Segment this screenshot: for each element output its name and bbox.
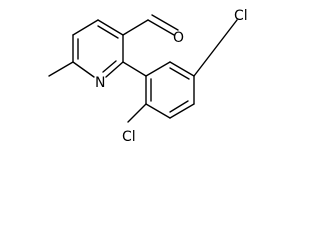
ring-double-bond xyxy=(169,67,190,80)
ring-double-bond xyxy=(97,25,119,39)
aldehyde-co-bond xyxy=(147,19,175,36)
chlorine-label-upper: Cl xyxy=(234,8,248,24)
nitrogen-label: N xyxy=(95,75,105,91)
ring-bond xyxy=(97,19,124,36)
ring-double-bond xyxy=(169,100,189,113)
ring-bond xyxy=(145,61,171,77)
molecule-drawing: O N Cl Cl xyxy=(48,8,248,145)
ring-bond xyxy=(169,103,195,119)
chlorine-bond-lower xyxy=(127,103,147,123)
structure-canvas: O N Cl Cl xyxy=(48,8,248,145)
aldehyde-c-bond xyxy=(122,19,149,36)
ring-bond xyxy=(169,61,195,77)
ring-bond xyxy=(72,61,95,78)
aldehyde-co-double-bond xyxy=(151,14,179,31)
pyridine-ring xyxy=(72,19,124,78)
ring-bond xyxy=(105,61,124,78)
ring-bond xyxy=(72,19,99,36)
ring-bond xyxy=(145,103,171,119)
chlorine-bond-upper xyxy=(193,19,238,77)
biaryl-bond xyxy=(122,61,147,77)
chlorine-label-lower: Cl xyxy=(122,129,136,145)
oxygen-label: O xyxy=(173,30,184,46)
dichlorophenyl-ring xyxy=(145,61,195,119)
methyl-bond xyxy=(48,61,74,77)
ring-double-bond xyxy=(102,60,117,73)
